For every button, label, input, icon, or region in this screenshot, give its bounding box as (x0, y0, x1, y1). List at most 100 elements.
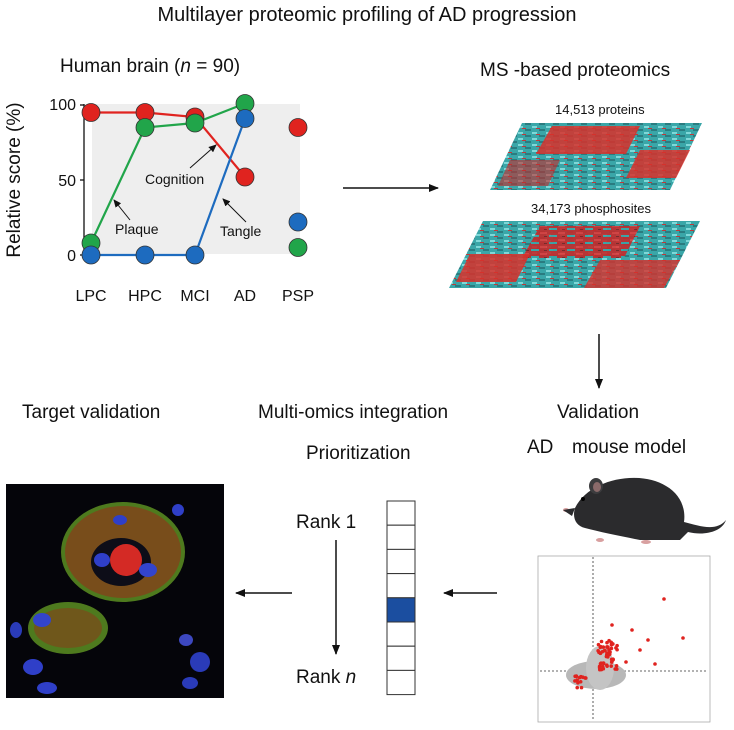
rank-n-prefix: Rank (296, 667, 346, 688)
volcano-red-point (653, 662, 657, 666)
volcano-red-points (573, 597, 685, 690)
volcano-red-point (596, 642, 601, 647)
volcano-red-point (613, 667, 617, 671)
mouse-snout (563, 508, 575, 516)
annotation-plaque: Plaque (115, 221, 159, 237)
y-tick-label-100: 100 (49, 97, 76, 114)
prioritization-title: Prioritization (306, 443, 411, 464)
volcano-red-point (580, 675, 585, 680)
volcano-red-point (607, 652, 612, 656)
x-tick-label-lpc: LPC (75, 288, 106, 305)
point-cognition-psp (288, 118, 308, 137)
annotation-cognition: Cognition (145, 171, 204, 187)
phospho-heatmap-red-block-1 (522, 226, 640, 258)
annotation-tangle: Tangle (220, 223, 261, 239)
plaque-arrow (113, 199, 131, 221)
nucleus-7 (182, 677, 198, 689)
integration-title: Multi-omics integration (258, 402, 449, 423)
volcano-red-point (605, 645, 610, 649)
nucleus-3 (33, 613, 51, 627)
nucleus-4 (23, 659, 43, 675)
mouse-eye (581, 497, 585, 501)
volcano-red-point (597, 667, 602, 672)
point-plaque-psp (288, 238, 308, 257)
volcano-red-point (578, 680, 583, 684)
rank-cell (386, 573, 416, 599)
x-tick-label-psp: PSP (282, 288, 314, 305)
volcano-red-point (577, 675, 582, 680)
micrograph-image (6, 484, 224, 698)
x-tick-label-mci: MCI (180, 288, 209, 305)
volcano-red-point (614, 646, 618, 650)
volcano-red-point (598, 661, 603, 666)
volcano-red-point (579, 685, 584, 690)
y-tick-label-0: 0 (67, 248, 76, 265)
rank-1-label: Rank 1 (296, 512, 357, 533)
volcano-red-point (601, 666, 606, 671)
nucleus-10 (113, 515, 127, 525)
validation-title: Validation (557, 402, 640, 423)
volcano-red-point (607, 638, 611, 643)
mouse-hind-paw (641, 540, 651, 544)
point-tangle-ad (235, 109, 255, 128)
volcano-red-point (614, 664, 619, 668)
rank-column (386, 500, 416, 696)
protein-heatmap (490, 123, 702, 190)
phospho-heatmap-red-block-3 (584, 260, 680, 288)
nucleus-9 (172, 504, 184, 516)
ad-label: AD (527, 437, 554, 458)
point-cognition-ad (235, 167, 255, 187)
volcano-red-point (601, 661, 606, 665)
nucleus-5 (37, 682, 57, 694)
point-tangle-psp (288, 212, 308, 232)
rank-cell (386, 548, 416, 575)
volcano-red-point (605, 651, 609, 655)
rank-cell-highlighted (386, 597, 416, 623)
x-tick-label-ad: AD (234, 288, 256, 305)
volcano-red-point (630, 628, 634, 632)
protein-heatmap-red-block-1 (536, 126, 640, 154)
point-plaque-mci (185, 113, 205, 133)
rank-cell (386, 524, 416, 550)
mouse-image (563, 477, 726, 544)
nucleus-1 (94, 553, 110, 567)
proteins-count: 14,513 proteins (555, 102, 645, 117)
volcano-red-point (601, 645, 606, 649)
human-brain-label: Human brain (n = 90) (60, 56, 240, 78)
point-tangle-mci (185, 245, 205, 265)
volcano-red-point (610, 659, 614, 663)
y-axis-label: Relative score (%) (4, 102, 25, 257)
volcano-plot (537, 555, 711, 723)
nucleus-11 (10, 622, 22, 638)
rank-cell (386, 645, 416, 671)
mouse-ear-inner (593, 482, 601, 492)
volcano-red-point (609, 664, 614, 668)
ms-title: MS -based proteomics (480, 60, 671, 81)
human-brain-n: n (180, 56, 191, 77)
point-cognition-lpc (81, 103, 101, 122)
x-tick-label-hpc: HPC (128, 288, 162, 305)
rank-n-italic: n (345, 667, 357, 688)
volcano-red-point (599, 639, 604, 644)
volcano-red-point (596, 648, 600, 653)
volcano-red-point (662, 597, 666, 601)
nucleus-6 (190, 652, 210, 672)
volcano-red-point (624, 660, 628, 664)
phosphosite-heatmap (449, 221, 700, 288)
rank-cell (386, 500, 416, 526)
plaque-red-center (110, 544, 142, 576)
volcano-red-point (574, 674, 579, 678)
tangle-arrow (222, 198, 247, 223)
volcano-red-point (575, 678, 580, 682)
x-tick-labels: LPC HPC MCI AD PSP (75, 288, 314, 305)
protein-heatmap-red-block-2 (626, 150, 690, 178)
cognition-arrow (189, 144, 217, 169)
figure-title: Multilayer proteomic profiling of AD pro… (157, 4, 577, 26)
nucleus-2 (139, 563, 157, 577)
volcano-red-point (610, 623, 614, 627)
point-tangle-hpc (135, 245, 155, 265)
phospho-heatmap-red-block-2 (456, 254, 530, 282)
nucleus-8 (179, 634, 193, 646)
volcano-red-point (646, 638, 650, 642)
